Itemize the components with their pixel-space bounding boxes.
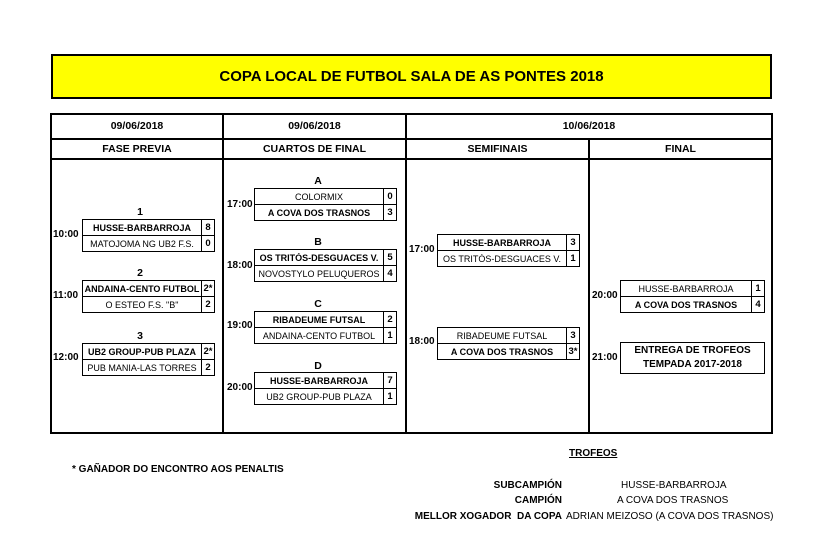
team-score: 2* — [201, 344, 214, 359]
team-name: ANDAINA-CENTO FUTBOL — [84, 283, 200, 294]
match-time: 17:00 — [227, 199, 253, 210]
team-score: 7 — [383, 373, 396, 388]
trofeo-value: A COVA DOS TRASNOS — [617, 495, 729, 506]
match-box: OS TRITÓS-DESGUACES V. 5 NOVOSTYLO PELUQU… — [254, 249, 397, 282]
trofeos-heading: TROFEOS — [569, 448, 618, 459]
trofeo-label: MELLOR XOGADOR DA COPA — [414, 511, 562, 522]
title-text: COPA LOCAL DE FUTBOL SALA DE AS PONTES 2… — [219, 68, 604, 85]
match-time: 19:00 — [227, 320, 253, 331]
divider — [222, 115, 224, 432]
ceremony-line2: TEMPADA 2017-2018 — [643, 359, 742, 370]
match-time: 12:00 — [53, 352, 79, 363]
trofeo-label: CAMPIÓN — [514, 495, 562, 506]
divider — [588, 138, 590, 432]
match-label: D — [314, 360, 322, 372]
team-score: 1 — [383, 389, 396, 404]
divider — [52, 158, 771, 160]
team-name: NOVOSTYLO PELUQUEROS — [258, 268, 380, 279]
team-score: 5 — [383, 250, 396, 265]
team-score: 1 — [751, 281, 764, 296]
match-time: 11:00 — [53, 290, 79, 301]
date-col3: 10/06/2018 — [562, 120, 616, 132]
team-name: A COVA DOS TRASNOS — [267, 207, 371, 218]
team-score: 1 — [566, 251, 579, 266]
bracket-frame: 09/06/2018 09/06/2018 10/06/2018 FASE PR… — [50, 113, 773, 434]
team-name: OS TRITÓS-DESGUACES V. — [442, 253, 562, 264]
match-label: 3 — [137, 330, 143, 342]
match-box: UB2 GROUP-PUB PLAZA 2* PUB MANIA-LAS TORR… — [82, 343, 215, 376]
ceremony-box: ENTREGA DE TROFEOS TEMPADA 2017-2018 — [620, 342, 765, 374]
phase-semis: SEMIFINAIS — [467, 143, 528, 155]
date-col2: 09/06/2018 — [288, 120, 341, 132]
match-label: A — [314, 175, 322, 187]
trofeo-label: SUBCAMPIÓN — [493, 480, 562, 491]
team-name: UB2 GROUP-PUB PLAZA — [87, 346, 196, 357]
match-label: C — [314, 298, 322, 310]
team-score: 2 — [383, 312, 396, 327]
match-box: RIBADEUME FUTSAL 2 ANDAINA-CENTO FUTBOL 1 — [254, 311, 397, 344]
team-name: ANDAINA-CENTO FUTBOL — [262, 330, 376, 341]
ceremony-line1: ENTREGA DE TROFEOS — [634, 345, 751, 356]
team-name: UB2 GROUP-PUB PLAZA — [266, 391, 372, 402]
team-score: 0 — [201, 236, 214, 251]
match-time: 10:00 — [53, 229, 79, 240]
team-score: 2 — [201, 360, 214, 375]
match-time: 18:00 — [409, 336, 435, 347]
team-name: O ESTEO F.S. "B" — [105, 299, 179, 310]
team-name: RIBADEUME FUTSAL — [272, 314, 366, 325]
team-score: 4 — [383, 266, 396, 281]
match-time: 17:00 — [409, 244, 435, 255]
match-label: B — [314, 236, 322, 248]
phase-final: FINAL — [665, 143, 696, 155]
match-box: HUSSE-BARBARROJA 1 A COVA DOS TRASNOS 4 — [620, 280, 765, 313]
team-name: A COVA DOS TRASNOS — [634, 299, 738, 310]
divider — [52, 138, 771, 140]
team-name: HUSSE-BARBARROJA — [92, 222, 191, 233]
match-time: 20:00 — [592, 290, 618, 301]
team-name: HUSSE-BARBARROJA — [452, 237, 551, 248]
phase-cuartos: CUARTOS DE FINAL — [262, 143, 367, 155]
team-score: 3* — [566, 344, 579, 359]
match-label: 1 — [137, 206, 143, 218]
match-time: 20:00 — [227, 382, 253, 393]
ceremony-time: 21:00 — [592, 352, 618, 363]
team-name: COLORMIX — [294, 191, 343, 202]
team-score: 3 — [383, 205, 396, 220]
penalty-note: * GAÑADOR DO ENCONTRO AOS PENALTIS — [72, 464, 284, 475]
match-box: HUSSE-BARBARROJA 3 OS TRITÓS-DESGUACES V.… — [437, 234, 580, 267]
team-name: HUSSE-BARBARROJA — [269, 375, 368, 386]
match-time: 18:00 — [227, 260, 253, 271]
team-name: MATOJOMA NG UB2 F.S. — [90, 238, 194, 249]
team-name: OS TRITÓS-DESGUACES V. — [259, 252, 379, 263]
team-name: PUB MANIA-LAS TORRES — [87, 362, 197, 373]
team-score: 1 — [383, 328, 396, 343]
match-box: RIBADEUME FUTSAL 3 A COVA DOS TRASNOS 3* — [437, 327, 580, 360]
team-name: A COVA DOS TRASNOS — [450, 346, 554, 357]
team-name: HUSSE-BARBARROJA — [638, 283, 734, 294]
team-score: 0 — [383, 189, 396, 204]
team-score: 8 — [201, 220, 214, 235]
match-box: HUSSE-BARBARROJA 8 MATOJOMA NG UB2 F.S. 0 — [82, 219, 215, 252]
match-box: COLORMIX 0 A COVA DOS TRASNOS 3 — [254, 188, 397, 221]
date-col1: 09/06/2018 — [110, 120, 164, 132]
match-box: HUSSE-BARBARROJA 7 UB2 GROUP-PUB PLAZA 1 — [254, 372, 397, 405]
team-score: 4 — [751, 297, 764, 312]
team-score: 2* — [201, 281, 214, 296]
trofeo-value: ADRIAN MEIZOSO (A COVA DOS TRASNOS) — [566, 511, 774, 522]
match-label: 2 — [137, 267, 143, 279]
team-score: 3 — [566, 235, 579, 250]
team-name: RIBADEUME FUTSAL — [456, 330, 548, 341]
page-title: COPA LOCAL DE FUTBOL SALA DE AS PONTES 2… — [51, 54, 772, 99]
phase-fase-previa: FASE PREVIA — [102, 143, 172, 155]
trofeo-value: HUSSE-BARBARROJA — [621, 480, 727, 491]
team-score: 3 — [566, 328, 579, 343]
divider — [405, 115, 407, 432]
team-score: 2 — [201, 297, 214, 312]
